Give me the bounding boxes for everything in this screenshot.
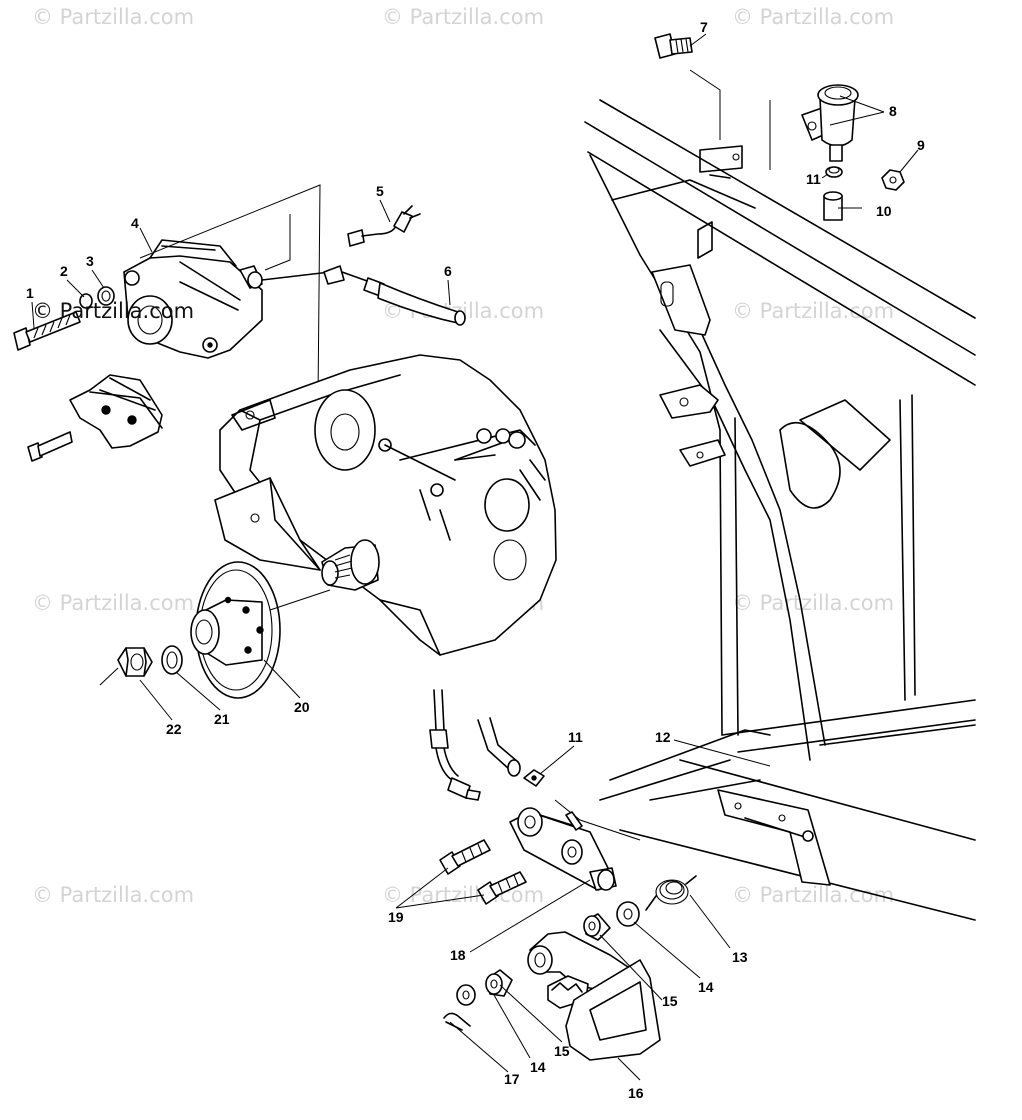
callout-11: 11	[568, 729, 583, 745]
callout-19: 19	[388, 909, 404, 925]
callout-14: 14	[530, 1059, 546, 1075]
spring-13	[645, 875, 697, 911]
bushing-15-upper	[583, 913, 611, 941]
callout-6: 6	[444, 263, 452, 279]
frame-chassis	[584, 99, 976, 921]
watermark: © Partzilla.com	[732, 5, 894, 29]
callout-8: 8	[889, 103, 897, 119]
pedal-16	[527, 931, 661, 1061]
callout-16: 16	[628, 1085, 644, 1101]
bolt-1	[13, 311, 81, 351]
gearcase	[214, 354, 557, 656]
callout-18: 18	[450, 947, 466, 963]
pedal-assembly	[443, 875, 697, 1061]
master-cylinder-18	[509, 807, 617, 891]
callout-15: 15	[662, 993, 678, 1009]
watermark-overlay: © Partzilla.com	[32, 299, 194, 323]
callout-5: 5	[376, 183, 384, 199]
nut-22	[99, 647, 153, 686]
callout-15: 15	[554, 1043, 570, 1059]
disc-20	[190, 561, 331, 699]
callout-12: 12	[655, 729, 671, 745]
callout-4: 4	[131, 215, 139, 231]
callouts: 1 2 3 4 5 6 7 8 9 10 11 11 12 13 14 14 1…	[26, 19, 925, 1101]
clamp-11-bottom	[523, 769, 545, 787]
watermark: © Partzilla.com	[382, 883, 544, 907]
callout-20: 20	[294, 699, 310, 715]
hose-10	[823, 191, 843, 221]
callout-22: 22	[166, 721, 182, 737]
watermark: © Partzilla.com	[732, 591, 894, 615]
callout-14: 14	[698, 979, 714, 995]
hose-6	[323, 265, 466, 326]
washer-14-upper	[616, 901, 640, 927]
callout-21: 21	[214, 711, 230, 727]
brake-pads	[27, 374, 163, 462]
banjo-fitting	[247, 271, 331, 289]
washer-3	[97, 286, 115, 306]
watermarks: © Partzilla.com © Partzilla.com © Partzi…	[32, 5, 894, 907]
leader-lines	[31, 33, 919, 1081]
caliper-4	[123, 239, 263, 359]
watermark: © Partzilla.com	[382, 5, 544, 29]
watermark: © Partzilla.com	[732, 299, 894, 323]
washer-14-lower	[456, 984, 476, 1006]
clamp-11-top	[825, 166, 843, 178]
callout-7: 7	[700, 19, 708, 35]
callout-2: 2	[60, 263, 68, 279]
callout-9: 9	[917, 137, 925, 153]
washer-2	[79, 293, 93, 309]
reservoir-8	[801, 84, 859, 162]
lower-brake-lines	[429, 689, 641, 841]
callout-3: 3	[86, 253, 94, 269]
watermark: © Partzilla.com	[32, 591, 194, 615]
bolts-19	[439, 839, 527, 905]
callout-13: 13	[732, 949, 748, 965]
watermark: © Partzilla.com	[32, 5, 194, 29]
reservoir-assembly	[654, 33, 905, 221]
brake-disc-assembly	[99, 561, 331, 699]
caliper-assembly	[13, 184, 466, 462]
washer-21	[161, 645, 183, 675]
callout-10: 10	[876, 203, 892, 219]
callout-11: 11	[806, 171, 821, 187]
bushing-15-lower	[485, 969, 513, 997]
callout-17: 17	[504, 1071, 520, 1087]
watermark: © Partzilla.com	[732, 883, 894, 907]
nut-9	[881, 169, 905, 191]
watermark: © Partzilla.com	[32, 883, 194, 907]
bolt-7	[654, 33, 693, 59]
brake-line-5	[347, 205, 421, 247]
callout-1: 1	[26, 285, 34, 301]
